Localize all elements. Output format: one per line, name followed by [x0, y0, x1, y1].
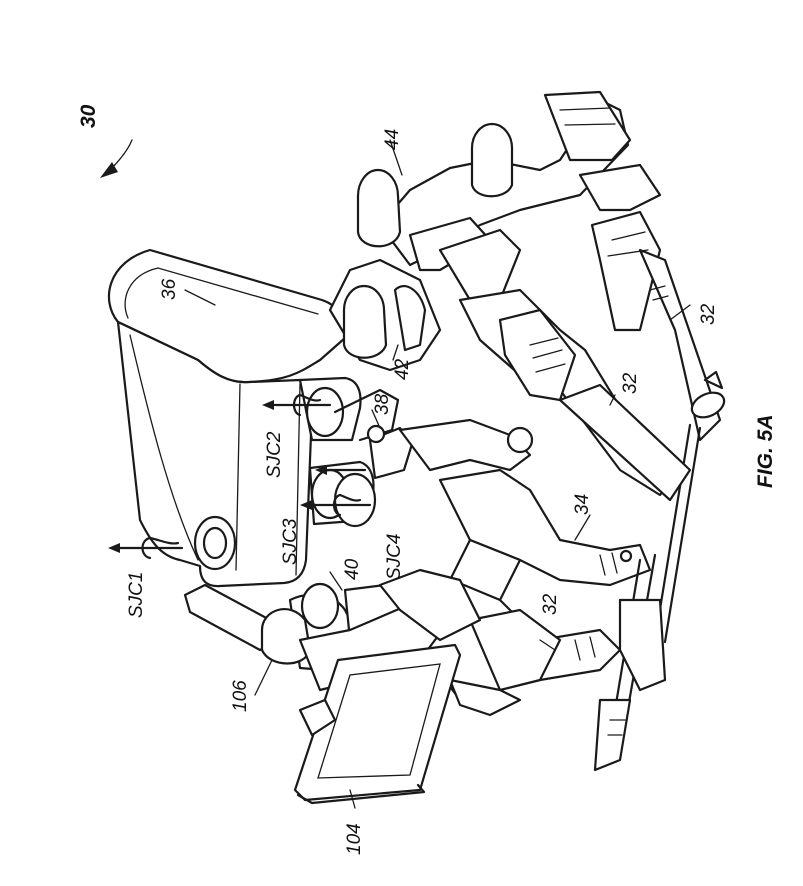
- figure-caption: FIG. 5A: [754, 414, 777, 488]
- label-40: 40: [342, 558, 363, 580]
- label-106: 106: [230, 680, 251, 712]
- label-sjc1: SJC1: [126, 572, 147, 618]
- manipulator-arm-32-middle: [460, 290, 690, 500]
- label-42: 42: [392, 358, 413, 380]
- label-34: 34: [572, 494, 593, 515]
- label-32-right: 32: [698, 303, 719, 325]
- label-38: 38: [372, 393, 393, 415]
- label-44: 44: [382, 129, 403, 150]
- label-104: 104: [344, 823, 365, 855]
- label-32-middle: 32: [620, 372, 641, 394]
- label-30: 30: [77, 104, 100, 128]
- label-32-lower: 32: [540, 593, 561, 615]
- manipulator-arm-42: [330, 260, 440, 370]
- label-36: 36: [159, 278, 180, 300]
- label-sjc3: SJC3: [280, 518, 301, 565]
- label-sjc2: SJC2: [264, 431, 285, 478]
- label-sjc4: SJC4: [384, 534, 405, 580]
